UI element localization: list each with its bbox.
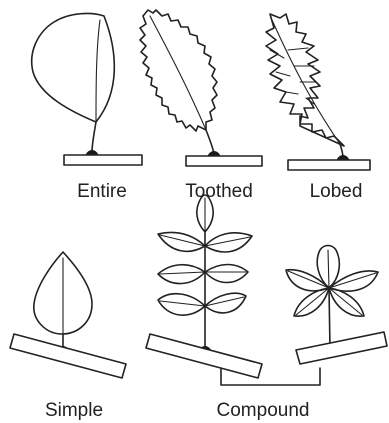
simple-leaf xyxy=(10,252,126,378)
entire-leaf-twig xyxy=(64,155,142,165)
lobed-leaf-twig xyxy=(288,160,370,170)
toothed-leaf-twig xyxy=(186,156,262,166)
pinnate-leaflet-lower-left-vein xyxy=(160,301,205,306)
entire-leaf xyxy=(32,14,142,165)
pinnate-leaf-twig xyxy=(146,334,262,378)
compound-leaf-pinnate xyxy=(146,195,262,378)
pinnate-leaflet-middle-right xyxy=(205,265,248,283)
label-toothed: Toothed xyxy=(185,181,253,202)
label-simple: Simple xyxy=(45,400,103,421)
palmate-leaflet-top-vein xyxy=(328,250,329,288)
palmate-leaf-twig xyxy=(296,332,387,364)
entire-leaf-midrib xyxy=(96,20,100,122)
pinnate-leaflet-lower-left xyxy=(158,294,205,315)
compound-leaf-palmate xyxy=(286,246,387,365)
entire-leaf-blade xyxy=(32,14,115,122)
lobed-leaf-veins xyxy=(270,48,316,104)
palmate-petiole xyxy=(329,288,330,350)
pinnate-leaflet-upper-right xyxy=(205,233,252,252)
toothed-leaf-midrib xyxy=(150,16,206,130)
simple-leaf-twig xyxy=(10,334,126,378)
label-entire: Entire xyxy=(77,181,127,202)
toothed-leaf-petiole xyxy=(206,130,214,154)
palmate-leaflet-upper-right xyxy=(329,271,378,291)
toothed-leaf xyxy=(140,10,262,166)
lobed-leaf-blade xyxy=(266,14,344,146)
entire-leaf-petiole xyxy=(92,122,96,152)
palmate-leaflet-upper-right-vein xyxy=(329,273,376,288)
pinnate-leaflet-upper-left xyxy=(158,233,205,252)
lobed-leaf xyxy=(266,14,370,170)
label-compound: Compound xyxy=(217,400,310,421)
pinnate-leaflet-lower-right xyxy=(205,293,246,313)
pinnate-leaflet-middle-left-vein xyxy=(160,272,205,274)
label-lobed: Lobed xyxy=(310,181,363,202)
